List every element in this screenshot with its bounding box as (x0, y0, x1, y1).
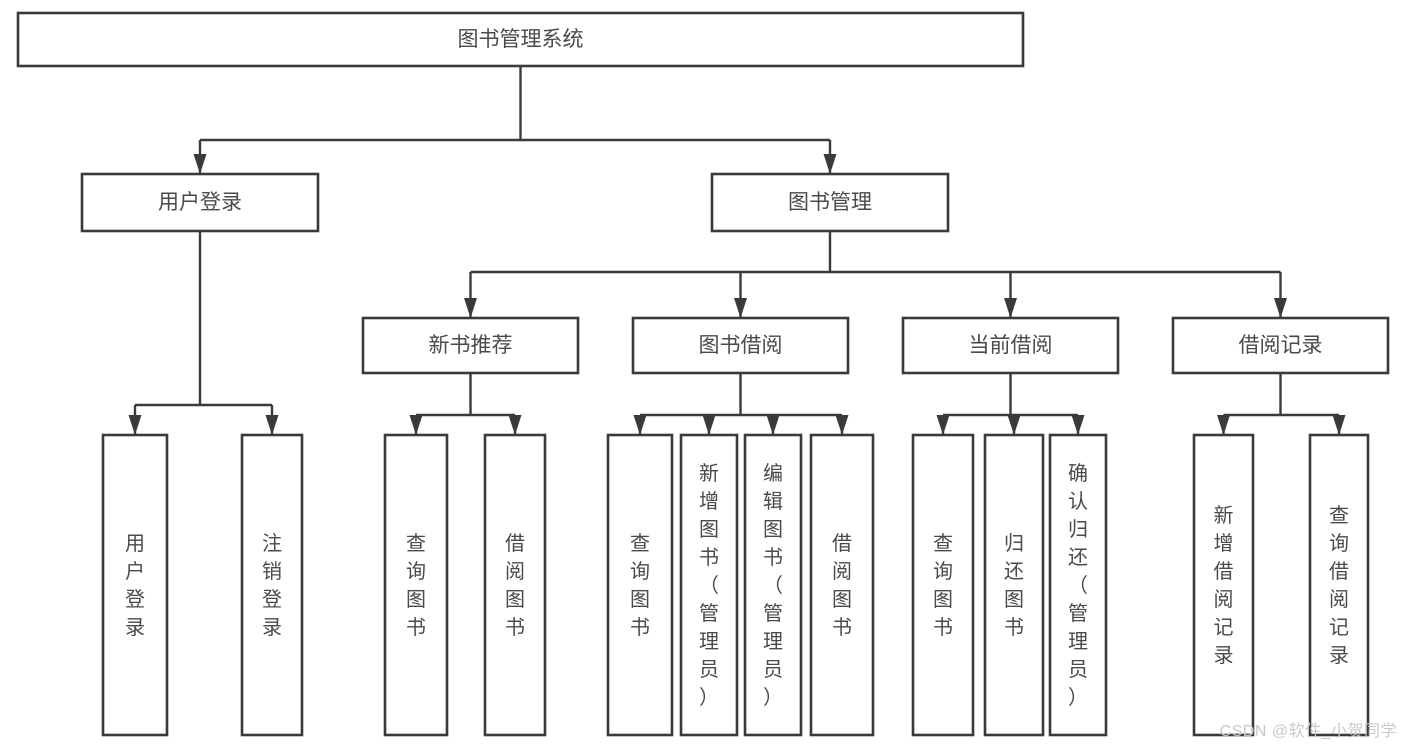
node-box (631, 316, 850, 375)
node-label: 借阅图书 (505, 532, 525, 639)
node-label: 用户登录 (158, 191, 242, 214)
arrow-head-icon (1274, 298, 1287, 318)
node-box (1048, 433, 1108, 737)
connector-layer (128, 66, 1346, 435)
arrow-head-icon (823, 154, 837, 174)
arrow-head-icon (734, 298, 747, 318)
arrow-head-icon (128, 415, 142, 435)
node-book-manage[interactable]: 图书管理 (710, 172, 950, 233)
node-box (240, 433, 304, 737)
node-box (743, 433, 803, 737)
arrow-head-icon (1004, 298, 1017, 318)
node-book-borrow[interactable]: 图书借阅 (631, 316, 850, 375)
node-label: 查询图书 (933, 532, 953, 639)
arrow-head-icon (464, 298, 477, 318)
arrow-head-icon (766, 415, 780, 435)
node-box (361, 316, 580, 375)
node-box (1308, 433, 1370, 737)
node-user-login[interactable]: 用户登录 (80, 172, 320, 233)
node-leaf-edit-book[interactable]: 编辑图书（管理员） (743, 433, 803, 737)
node-leaf-logout[interactable]: 注销登录 (240, 433, 304, 737)
node-label: 注销登录 (262, 532, 282, 639)
arrow-head-icon (508, 415, 522, 435)
node-box (1192, 433, 1255, 737)
node-box (901, 316, 1120, 375)
node-layer: 图书管理系统用户登录图书管理新书推荐图书借阅当前借阅借阅记录用户登录注销登录查询… (16, 11, 1390, 737)
arrow-head-icon (1217, 415, 1230, 435)
node-label: 图书借阅 (699, 334, 783, 357)
node-leaf-return-book[interactable]: 归还图书 (983, 433, 1045, 737)
node-leaf-borrow-book-1[interactable]: 借阅图书 (483, 433, 547, 737)
node-box (483, 433, 547, 737)
node-label: 用户登录 (125, 533, 145, 639)
node-label: 当前借阅 (969, 334, 1053, 357)
node-box (983, 433, 1045, 737)
arrow-head-icon (633, 415, 647, 435)
node-new-book-recommend[interactable]: 新书推荐 (361, 316, 580, 375)
node-leaf-query-record[interactable]: 查询借阅记录 (1308, 433, 1370, 737)
node-box (809, 433, 875, 737)
node-leaf-user-login[interactable]: 用户登录 (101, 433, 169, 737)
node-label: 确认归还（管理员） (1068, 462, 1088, 709)
node-label: 查询借阅记录 (1329, 504, 1349, 667)
node-box (710, 172, 950, 233)
arrow-head-icon (1007, 415, 1021, 435)
node-borrow-record[interactable]: 借阅记录 (1171, 316, 1390, 375)
node-box (101, 433, 169, 737)
csdn-watermark: CSDN @软件_小贺同学 (1219, 723, 1397, 740)
arrow-head-icon (1332, 415, 1346, 435)
arrow-head-icon (265, 415, 279, 435)
node-leaf-add-book[interactable]: 新增图书（管理员） (679, 433, 739, 737)
node-leaf-query-book-1[interactable]: 查询图书 (383, 433, 449, 737)
arrow-head-icon (702, 415, 716, 435)
node-current-borrow[interactable]: 当前借阅 (901, 316, 1120, 375)
node-leaf-add-record[interactable]: 新增借阅记录 (1192, 433, 1255, 737)
node-label: 查询图书 (630, 532, 650, 639)
arrow-head-icon (835, 415, 849, 435)
node-label: 编辑图书（管理员） (763, 462, 783, 709)
node-label: 新书推荐 (429, 334, 513, 357)
node-leaf-query-book-2[interactable]: 查询图书 (606, 433, 674, 737)
node-leaf-confirm-return[interactable]: 确认归还（管理员） (1048, 433, 1108, 737)
node-box (80, 172, 320, 233)
node-box (1171, 316, 1390, 375)
node-box (16, 11, 1025, 68)
node-label: 图书管理系统 (458, 28, 584, 51)
node-box (679, 433, 739, 737)
node-leaf-borrow-book-2[interactable]: 借阅图书 (809, 433, 875, 737)
node-box (606, 433, 674, 737)
node-label: 新增借阅记录 (1214, 504, 1234, 667)
node-undefined[interactable]: 图书管理系统 (16, 11, 1025, 68)
node-label: 新增图书（管理员） (699, 462, 719, 709)
arrow-head-icon (193, 154, 207, 174)
node-label: 借阅记录 (1239, 334, 1323, 357)
node-label: 查询图书 (406, 532, 426, 639)
node-label: 借阅图书 (832, 532, 852, 639)
node-label: 归还图书 (1004, 532, 1024, 639)
node-box (383, 433, 449, 737)
arrow-head-icon (1071, 415, 1085, 435)
arrow-head-icon (409, 415, 423, 435)
node-box (911, 433, 975, 737)
arrow-head-icon (936, 415, 950, 435)
node-leaf-query-book-3[interactable]: 查询图书 (911, 433, 975, 737)
node-label: 图书管理 (788, 191, 872, 214)
